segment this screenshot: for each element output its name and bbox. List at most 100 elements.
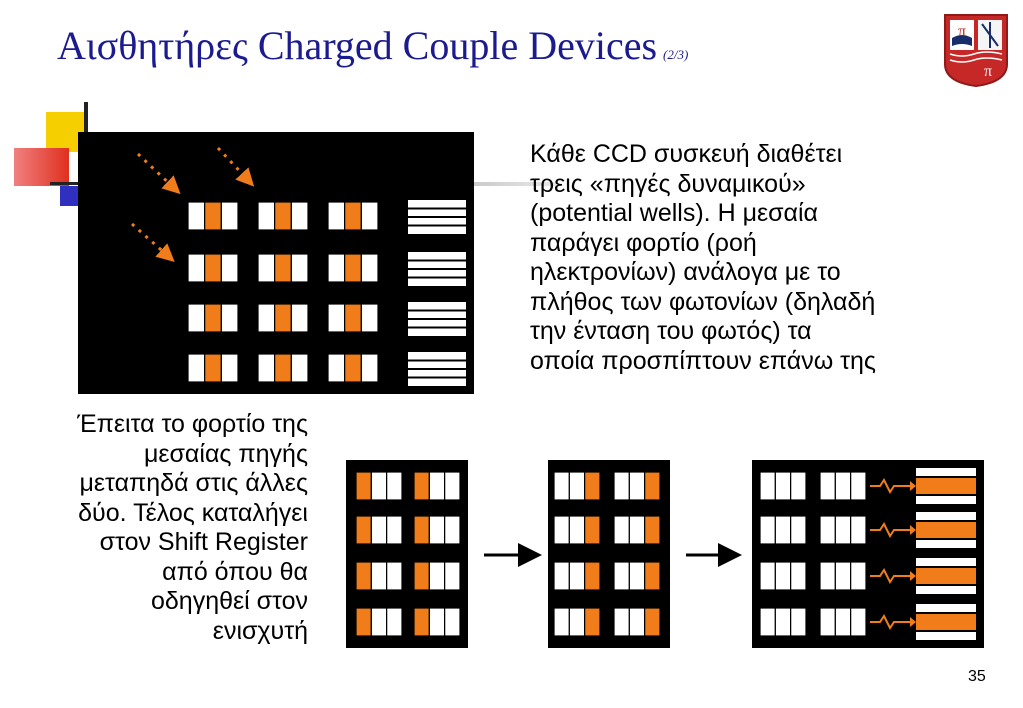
- charge-flow-arrowhead: [910, 525, 916, 535]
- potential-well: [344, 303, 362, 333]
- charge-flow-arrowhead: [910, 481, 916, 491]
- potential-well: [584, 471, 601, 501]
- potential-well: [759, 515, 776, 545]
- ccd-pixel: [819, 561, 867, 591]
- potential-well: [290, 303, 309, 333]
- slide-title: Αισθητήρες Charged Couple Devices (2/3): [57, 22, 688, 69]
- potential-well: [553, 561, 570, 591]
- logo-letter-top: π: [958, 23, 966, 40]
- register-charge: [916, 568, 976, 584]
- charge-flow-arrow: [870, 568, 910, 584]
- ccd-pixel: [819, 515, 867, 545]
- potential-well: [790, 515, 807, 545]
- charge-flow-arrowhead: [910, 571, 916, 581]
- potential-well: [370, 515, 388, 545]
- potential-well: [204, 353, 222, 383]
- charge-transfer-description: Έπειτα το φορτίο της μεσαίας πηγής μεταπ…: [77, 410, 308, 645]
- potential-well: [413, 515, 430, 545]
- ccd-pixel: [819, 471, 867, 501]
- potential-well: [553, 471, 570, 501]
- potential-well: [644, 471, 661, 501]
- shift-register: [408, 302, 466, 336]
- charge-transfer-diagram: [346, 460, 984, 648]
- ccd-pixel: [553, 515, 601, 545]
- ccd-pixel: [613, 471, 661, 501]
- charge-flow-arrowhead: [910, 617, 916, 627]
- potential-well: [257, 253, 276, 283]
- potential-well: [613, 515, 630, 545]
- ccd-pixel: [327, 253, 379, 283]
- ccd-pixel: [355, 561, 403, 591]
- potential-well: [850, 471, 867, 501]
- potential-well: [774, 515, 792, 545]
- shift-register: [916, 558, 976, 594]
- potential-well: [187, 303, 206, 333]
- potential-well: [204, 253, 222, 283]
- potential-well: [428, 607, 446, 637]
- potential-well: [444, 607, 461, 637]
- ccd-pixel: [759, 607, 807, 637]
- title-text: Αισθητήρες Charged Couple Devices: [57, 23, 658, 68]
- potential-well: [220, 303, 239, 333]
- potential-well: [274, 201, 292, 231]
- potential-well: [834, 471, 852, 501]
- ccd-pixel: [613, 561, 661, 591]
- horizontal-rule: [466, 182, 556, 186]
- title-part: (2/3): [663, 47, 689, 62]
- potential-well: [386, 515, 403, 545]
- potential-well: [290, 353, 309, 383]
- potential-well: [355, 607, 372, 637]
- potential-well: [790, 561, 807, 591]
- potential-well: [628, 561, 646, 591]
- potential-well: [759, 471, 776, 501]
- potential-well: [413, 561, 430, 591]
- potential-well: [613, 607, 630, 637]
- shift-register: [408, 252, 466, 286]
- potential-well: [290, 201, 309, 231]
- potential-well: [850, 515, 867, 545]
- ccd-description: Κάθε CCD συσκευή διαθέτει τρεις «πηγές δ…: [530, 140, 876, 375]
- potential-well: [257, 201, 276, 231]
- shift-register: [916, 468, 976, 504]
- ccd-pixel: [187, 253, 239, 283]
- potential-well: [834, 561, 852, 591]
- potential-well: [344, 253, 362, 283]
- potential-well: [584, 515, 601, 545]
- potential-well: [568, 561, 586, 591]
- ccd-pixel: [187, 353, 239, 383]
- potential-well: [613, 471, 630, 501]
- potential-well: [644, 515, 661, 545]
- potential-well: [327, 253, 346, 283]
- ccd-pixel: [553, 607, 601, 637]
- potential-well: [344, 353, 362, 383]
- potential-well: [360, 303, 379, 333]
- shift-register: [916, 604, 976, 640]
- potential-well: [204, 201, 222, 231]
- ccd-pixel: [355, 607, 403, 637]
- ccd-pixel: [355, 515, 403, 545]
- potential-well: [274, 303, 292, 333]
- ccd-pixel: [355, 471, 403, 501]
- ccd-pixel: [613, 607, 661, 637]
- potential-well: [370, 561, 388, 591]
- ccd-pixel: [187, 303, 239, 333]
- photon-arrow: [216, 146, 255, 187]
- potential-well: [187, 253, 206, 283]
- ccd-sensor-diagram: [78, 132, 474, 394]
- potential-well: [355, 561, 372, 591]
- potential-well: [187, 353, 206, 383]
- potential-well: [370, 471, 388, 501]
- ccd-pixel: [613, 515, 661, 545]
- ccd-pixel: [553, 561, 601, 591]
- potential-well: [428, 515, 446, 545]
- potential-well: [759, 607, 776, 637]
- potential-well: [413, 607, 430, 637]
- potential-well: [428, 471, 446, 501]
- potential-well: [220, 353, 239, 383]
- ccd-pixel: [187, 201, 239, 231]
- ccd-pixel: [257, 201, 309, 231]
- potential-well: [413, 471, 430, 501]
- register-charge: [916, 522, 976, 538]
- potential-well: [584, 607, 601, 637]
- potential-well: [444, 471, 461, 501]
